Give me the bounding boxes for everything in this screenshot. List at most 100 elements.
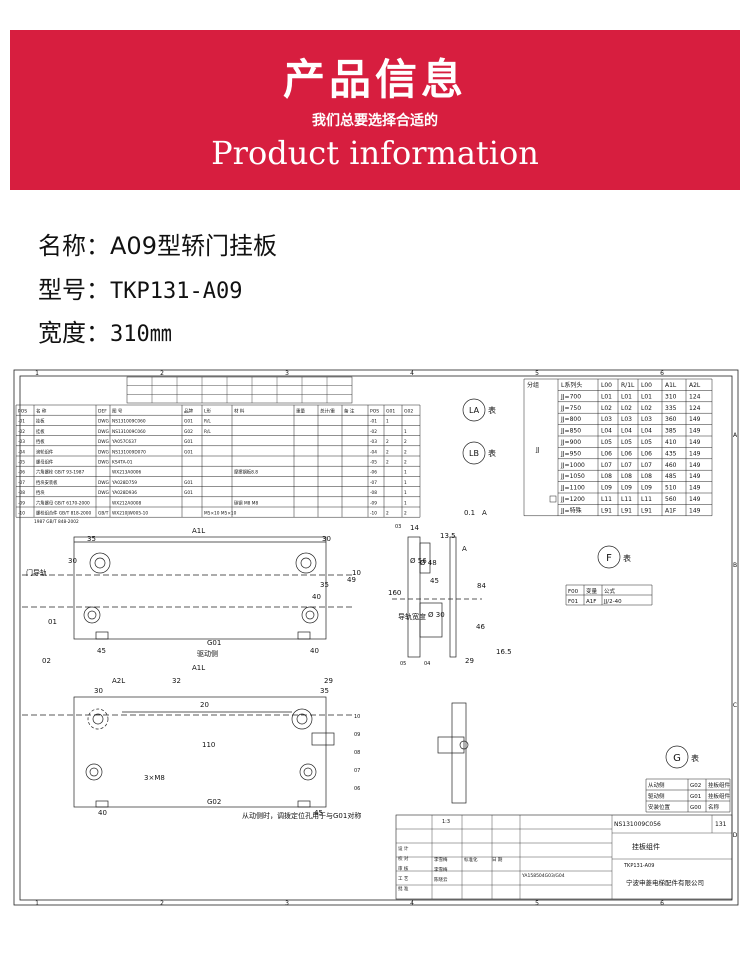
f-cell: JJ/2-40 [603,599,622,605]
title-col-label: 日 期 [492,857,503,863]
f-cell: F01 [568,599,578,605]
l-table-cell: L04 [601,428,612,435]
l-table-cell: 510 [665,485,677,492]
dimension-label: 45 [314,809,323,817]
bom-cell: NS131009D070 [112,449,146,455]
l-table-cell: JJ=750 [560,405,581,412]
l-table-cell: 560 [665,496,677,503]
g-cell: 安装位置 [648,803,671,811]
bom-cell: R/L [204,419,211,425]
callout-number: 04 [424,661,430,667]
bom-cell: DWG [98,429,109,435]
title-drawing-no: NS131009C056 [614,821,661,828]
spec-value: TKP131-A09 [110,279,243,304]
bom-cell: NS131009C060 [112,419,146,425]
l-table-cell: L02 [601,405,612,412]
title-company: 宁波申菱电梯配件有限公司 [626,878,704,887]
f-suffix: 表 [623,553,631,563]
l-table-cell: L03 [601,416,612,423]
l-table-cell: L91 [601,507,612,514]
circle-ref-suffix: 表 [488,448,496,458]
plate-top-view [22,536,352,640]
dimension-label: 35 [320,687,329,695]
l-table-cell: 460 [665,462,677,469]
l-table-cell: L02 [621,405,632,412]
bom-cell: 1 [386,419,389,425]
bom-cell: 螺母组件 [36,459,54,466]
bom-cell: -08 [18,490,25,496]
l-table-cell: L07 [641,462,652,469]
bom-cell: 2 [386,439,389,445]
l-table-cell: L01 [601,393,612,400]
bom-cell: 2 [386,449,389,455]
grid-row-label: A [733,432,738,439]
dimension-label: 32 [172,677,181,685]
title-ref: YA158504G03/G04 [521,873,565,879]
bom-cell: WX210JW005-10 [112,511,148,517]
dimension-label: 29 [324,677,333,685]
bom-cell: KS4TA-01 [112,460,133,466]
bom-cell: 1 [404,470,407,476]
f-label: F [606,553,612,564]
bom-cell: -04 [370,449,377,455]
title-signature: 陈晓云 [434,876,448,883]
l-table-cell: L07 [601,462,612,469]
title-scale: 1:3 [442,819,450,825]
dimension-label: A2L [112,677,125,685]
title-row-label: 工 艺 [398,876,409,882]
l-table-cell: JJ=1100 [560,485,585,492]
bom-cell: -03 [18,439,25,445]
bom-cell: 1 [404,429,407,435]
bom-cell: -07 [370,480,377,486]
callout-number: 05 [400,661,406,667]
g-cell: 挂板组件 [708,792,731,800]
l-table-cell: L01 [641,393,652,400]
l-table-cell: JJ=1000 [560,462,585,469]
circle-ref-label: LA [469,406,480,415]
bom-cell: 2 [404,449,407,455]
bom-cell: -01 [370,419,377,425]
l-table-cell: JJ=900 [560,439,581,446]
dimension-label: Ø 48 [420,559,437,567]
bom-cell: -02 [370,429,377,435]
dimension-label: A [482,509,487,517]
dimension-label: 46 [476,623,485,631]
l-table-cell: 149 [689,439,701,446]
l-table-cell: 149 [689,473,701,480]
bom-cell: DWG [98,449,109,455]
side-section-view [392,536,482,804]
dimension-label: A1L [192,527,205,535]
l-table-cell: L09 [601,485,612,492]
banner-subtitle-cn: 我们总要选择合适的 [312,113,438,129]
callout-number: 03 [395,524,401,530]
circle-ref-label: LB [469,449,479,458]
l-table-cell: L04 [621,428,632,435]
bom-cell: DWG [98,439,109,445]
l-table-header: R/1L [621,382,635,389]
bom-cell: WX213A0006 [112,470,142,476]
dimension-label: 从动侧时，调拨定位孔用于与G01对称 [242,811,361,820]
l-table-cell: L11 [601,496,612,503]
grid-row-label: C [733,702,737,709]
dimension-label: 30 [94,687,103,695]
callout-number: 10 [354,714,360,720]
l-table-cell: L07 [621,462,632,469]
l-table-header: L00 [601,382,612,389]
bom-cell: -04 [18,449,25,455]
bom-cell: -06 [18,470,25,476]
title-row-label: 设 计 [398,845,409,852]
g-cell: G01 [690,794,701,800]
spec-value: A09型轿门挂板 [110,232,277,260]
dimension-label: 45 [97,647,106,655]
grid-column-label: 4 [410,900,414,907]
bom-cell: -09 [370,500,377,506]
revision-block [126,376,353,404]
bom-header-cell: 重量 [296,408,305,415]
bom-cell: NS131009C060 [112,429,146,435]
title-model: TKP131-A09 [623,863,654,869]
l-table-cell: 385 [665,428,677,435]
